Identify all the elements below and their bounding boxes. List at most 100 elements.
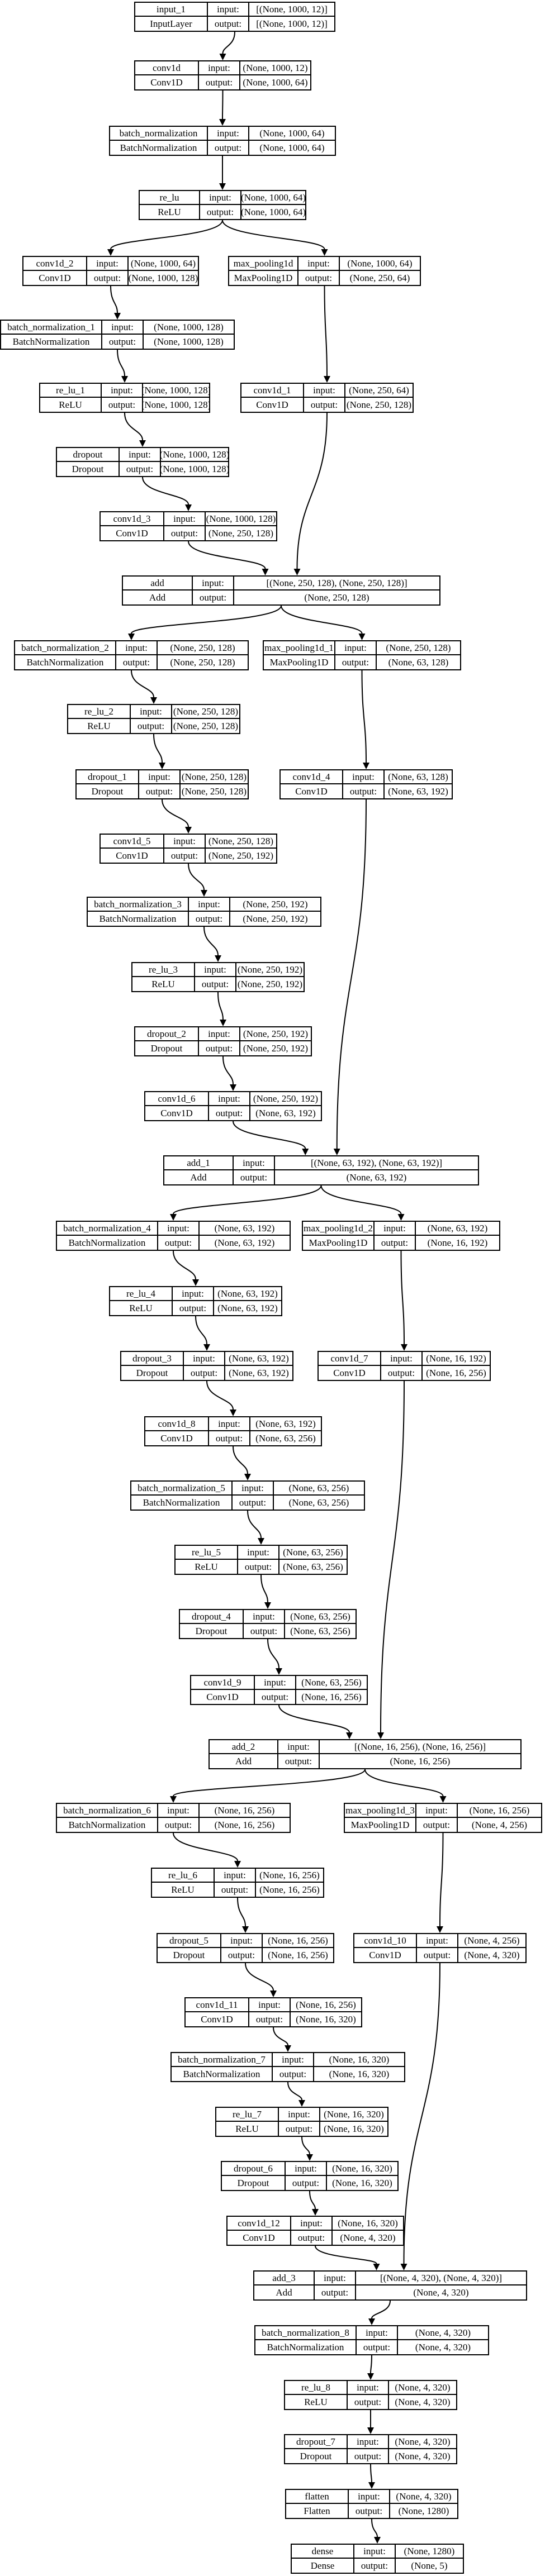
layer-class: Add [254,2285,315,2299]
edge-conv1d_11-to-bn_7 [273,2027,288,2046]
layer-class: Dense [292,2559,354,2573]
input-shape: (None, 16, 320) [320,2108,387,2122]
output-label: output: [249,2012,291,2026]
input-shape: (None, 16, 256) [263,1934,333,1948]
edge-conv1d_6-to-add_1 [233,1121,306,1149]
layer-name: batch_normalization_6 [57,1804,158,1818]
output-shape: (None, 63, 256) [283,1561,343,1572]
output-shape: (None, 63, 192) [346,1172,407,1183]
layer-name: conv1d_5 [101,835,164,849]
edge-bn_7-to-relu_7 [287,2082,302,2101]
output-shape: (None, 250, 192) [243,913,308,924]
input-label: input: [164,512,206,526]
layer-name: re_lu_5 [176,1546,238,1560]
output-shape: (None, 250, 128) [173,721,239,731]
input-label: input: [304,384,345,398]
layer-name: re_lu_3 [132,963,195,977]
arrowhead [219,119,226,126]
arrowhead [377,1732,384,1739]
edge-conv1d_12-to-add_3 [315,2245,377,2264]
input-label: input: [200,191,241,205]
edge-add-to-bn_2 [131,605,282,634]
layer-name: conv1d_3 [101,512,164,526]
layer-class: Flatten [286,2504,349,2518]
output-label: output: [131,719,172,733]
layer-name: conv1d_12 [228,2217,291,2231]
output-shape: (None, 63, 256) [288,1497,349,1508]
arrowhead [139,440,146,447]
arrowhead [220,1020,226,1026]
output-label: output: [234,1170,275,1184]
input-label: input: [221,1934,263,1948]
edge-dropout-to-conv1d_3 [142,477,189,505]
arrowhead [203,1344,210,1351]
layer-class: Conv1D [319,1366,381,1380]
output-shape: (None, 4, 256) [471,1820,528,1830]
output-label: output: [199,75,240,89]
layer-class: Dropout [121,1366,184,1380]
layer-class: ReLU [110,1301,173,1315]
input-label: input: [208,127,249,141]
edge-mp-to-conv1d_1 [324,285,328,377]
edge-mp_3-to-conv1d_10 [439,1832,444,1927]
input-label: input: [335,641,377,655]
input-shape: (None, 16, 192) [423,1352,490,1366]
edge-flatten-to-dense [371,2518,378,2537]
input-shape: (None, 1000, 64) [340,257,420,271]
edge-relu_5-to-dropout_4 [260,1574,268,1603]
output-shape: (None, 250, 128) [346,399,412,410]
output-label: output: [116,655,158,669]
output-shape: (None, 16, 256) [301,1692,362,1702]
input-shape: (None, 1000, 128) [143,384,209,398]
arrowhead [192,1279,199,1286]
edge-add_3-to-bn_8 [371,2300,391,2319]
output-label: output: [348,2449,389,2463]
input-shape: (None, 16, 256) [291,1998,361,2012]
edge-add_1-to-bn_4 [173,1185,322,1215]
layer-name: re_lu_1 [40,384,102,398]
edge-relu_3-to-dropout_2 [217,992,224,1020]
edge-add-to-mp_1 [281,605,363,634]
layer-class: Dropout [158,1948,221,1962]
output-label: output: [158,1818,200,1832]
output-label: output: [273,2067,314,2081]
output-label: output: [193,591,234,604]
input-shape: (None, 16, 320) [327,2162,397,2176]
output-label: output: [315,2285,356,2299]
layer-name: batch_normalization_5 [131,1482,233,1496]
edge-conv1d_8-to-bn_5 [233,1446,248,1474]
edge-conv1d_5-to-bn_3 [188,863,205,891]
input-shape: (None, 16, 320) [333,2217,403,2231]
input-shape: (None, 1000, 64) [241,191,305,205]
arrowhead [293,569,301,575]
layer-name: conv1d_8 [145,1417,209,1431]
arrowhead [367,2373,374,2380]
arrowhead [264,1602,271,1609]
input-shape: (None, 16, 256) [256,1869,323,1883]
output-label: output: [286,2176,327,2190]
input-label: input: [195,963,236,977]
arrowhead [215,955,221,962]
edge-dropout_5-to-conv1d_11 [245,1963,274,1991]
input-label: input: [238,1546,279,1560]
output-shape: (None, 63, 192) [229,1368,289,1378]
layer-class: Add [210,1754,278,1768]
output-shape: [(None, 1000, 12)] [256,18,328,29]
layer-class: BatchNormalization [57,1236,158,1250]
layer-class: Conv1D [23,271,87,285]
output-label: output: [335,655,377,669]
